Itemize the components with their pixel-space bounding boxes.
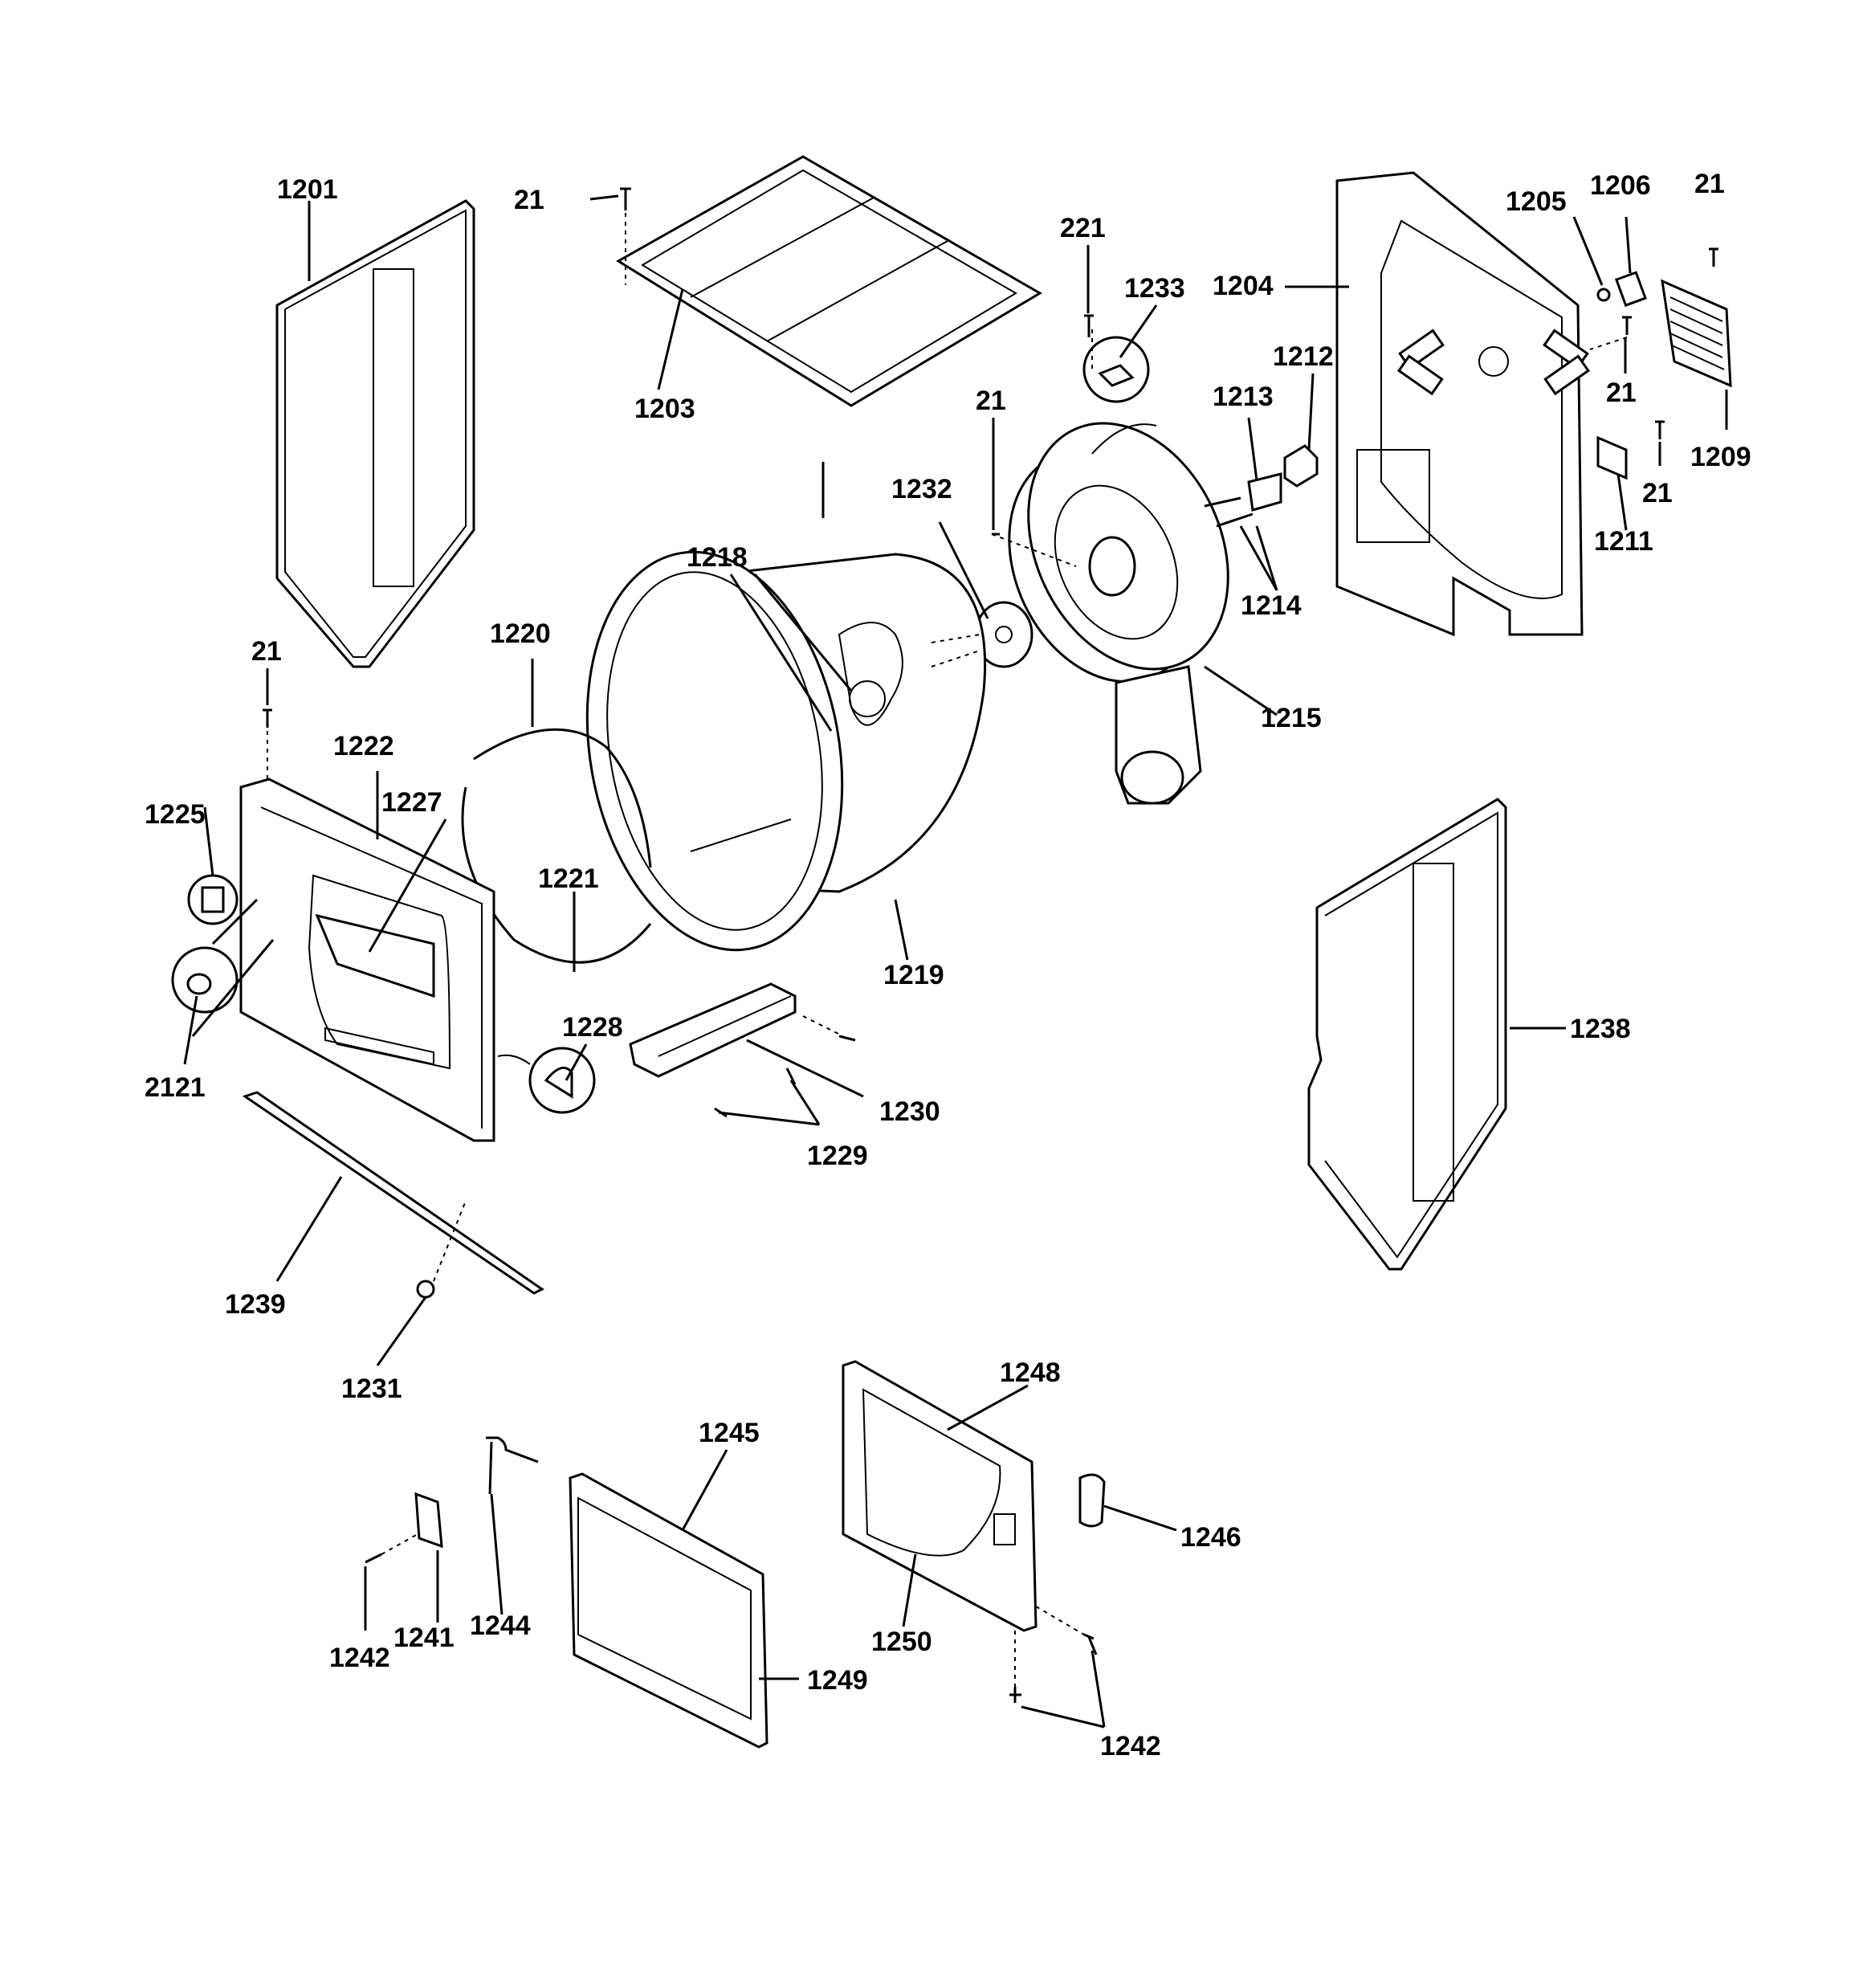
hinge-1241 bbox=[414, 1492, 443, 1549]
label-1225: 1225 bbox=[145, 799, 206, 830]
label-1229: 1229 bbox=[807, 1141, 868, 1171]
label-1228: 1228 bbox=[562, 1012, 623, 1043]
label-1230: 1230 bbox=[879, 1096, 940, 1127]
label-1221: 1221 bbox=[538, 863, 599, 894]
label-21-mid: 21 bbox=[976, 386, 1006, 416]
label-1214: 1214 bbox=[1241, 590, 1302, 621]
plug-1205 bbox=[1596, 288, 1611, 302]
leader-lines bbox=[183, 194, 1728, 1729]
connector-inset-1228 bbox=[497, 1047, 596, 1114]
side-panel-left-1201 bbox=[275, 199, 475, 668]
label-1211: 1211 bbox=[1594, 526, 1653, 557]
bracket-1230 bbox=[629, 982, 797, 1078]
trim-strip-1239 bbox=[242, 1091, 544, 1295]
label-1212: 1212 bbox=[1273, 341, 1334, 372]
label-21-top: 21 bbox=[514, 185, 544, 215]
label-1201: 1201 bbox=[277, 174, 338, 205]
cover-1211 bbox=[1596, 435, 1628, 480]
thermal-fuse-inset-1233 bbox=[1082, 329, 1150, 403]
label-1222: 1222 bbox=[333, 731, 394, 761]
label-1206: 1206 bbox=[1590, 170, 1651, 201]
top-panel-1203 bbox=[616, 155, 1042, 407]
label-1209: 1209 bbox=[1690, 442, 1751, 472]
hook-1244 bbox=[486, 1436, 539, 1495]
rear-panel-1204 bbox=[1335, 171, 1590, 637]
bracket-1213 bbox=[1247, 472, 1282, 512]
label-1249: 1249 bbox=[807, 1665, 868, 1696]
side-panel-right-1238 bbox=[1307, 798, 1507, 1271]
label-1242-left: 1242 bbox=[329, 1643, 390, 1673]
screw-1231 bbox=[416, 1280, 435, 1299]
label-1238: 1238 bbox=[1570, 1014, 1631, 1044]
label-1250: 1250 bbox=[871, 1627, 932, 1657]
thermostat-1212 bbox=[1283, 444, 1319, 488]
handle-1246 bbox=[1078, 1473, 1106, 1528]
label-1220: 1220 bbox=[490, 618, 551, 649]
seal-1220 bbox=[473, 728, 652, 868]
label-21-left: 21 bbox=[251, 636, 282, 667]
front-panel-1222 bbox=[239, 778, 495, 1142]
label-1233: 1233 bbox=[1124, 273, 1185, 304]
label-1203: 1203 bbox=[634, 394, 695, 424]
vent-grille-1209 bbox=[1661, 279, 1732, 388]
door-1248 bbox=[842, 1360, 1037, 1632]
label-1215: 1215 bbox=[1261, 703, 1322, 733]
label-2121: 2121 bbox=[145, 1072, 206, 1103]
label-1219: 1219 bbox=[883, 960, 944, 990]
seal-1221 bbox=[461, 786, 652, 964]
assembly-lines bbox=[267, 213, 1628, 1687]
blower-housing-1215 bbox=[1008, 422, 1229, 805]
label-1231: 1231 bbox=[341, 1374, 402, 1404]
label-1246: 1246 bbox=[1180, 1522, 1241, 1553]
access-panel-1245 bbox=[569, 1472, 768, 1749]
switch-inset-1225 bbox=[187, 874, 238, 925]
label-1245: 1245 bbox=[699, 1418, 760, 1448]
label-221: 221 bbox=[1060, 213, 1106, 243]
label-1242-right: 1242 bbox=[1100, 1731, 1161, 1761]
label-1248: 1248 bbox=[1000, 1357, 1061, 1388]
label-1213: 1213 bbox=[1213, 382, 1274, 412]
drum-1219 bbox=[585, 550, 987, 952]
bracket-1206 bbox=[1614, 271, 1647, 308]
label-21-top-right: 21 bbox=[1694, 169, 1725, 199]
label-1232: 1232 bbox=[891, 474, 952, 504]
label-1227: 1227 bbox=[381, 787, 442, 818]
label-21-right-b: 21 bbox=[1642, 478, 1673, 508]
screws-1214 bbox=[1204, 496, 1254, 528]
lamp-inset-2121 bbox=[171, 946, 238, 1014]
label-1241: 1241 bbox=[393, 1623, 455, 1653]
label-1244: 1244 bbox=[470, 1610, 531, 1641]
label-1204: 1204 bbox=[1213, 271, 1274, 301]
label-1205: 1205 bbox=[1506, 186, 1567, 217]
label-21-right-a: 21 bbox=[1606, 378, 1637, 408]
label-1239: 1239 bbox=[225, 1289, 286, 1320]
label-1218: 1218 bbox=[687, 542, 748, 573]
